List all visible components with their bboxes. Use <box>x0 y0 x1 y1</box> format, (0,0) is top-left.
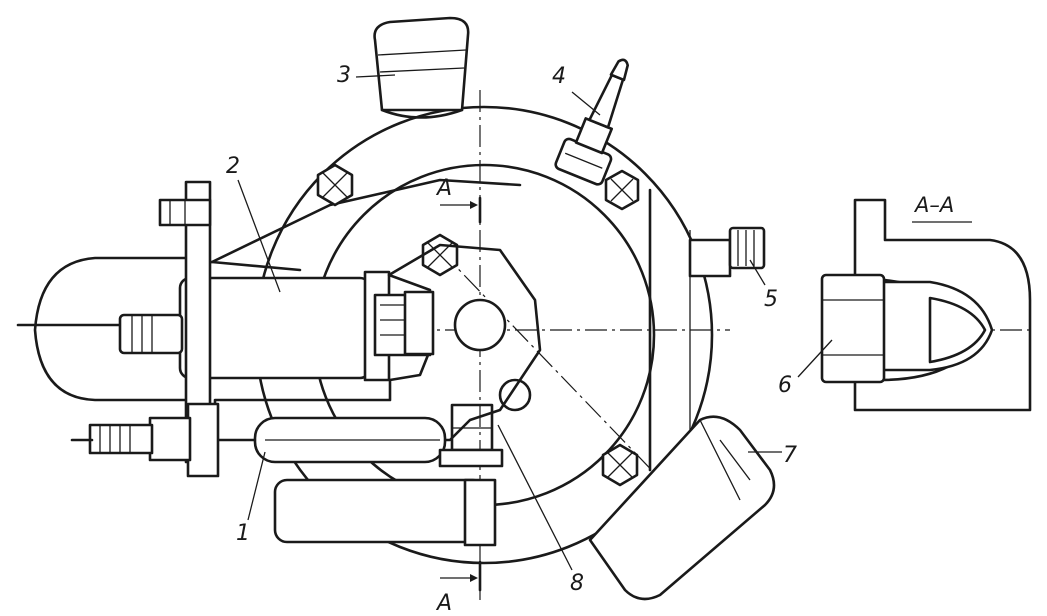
section-mark-top: A <box>435 176 452 201</box>
callouts: 2 3 4 5 6 7 1 8 <box>226 63 833 596</box>
label-6: 6 <box>778 373 792 398</box>
bottom-pipe <box>273 478 497 547</box>
inlet-pipe <box>373 16 470 119</box>
pump-internals <box>213 243 542 442</box>
section-title: A–A <box>913 193 954 217</box>
label-7: 7 <box>783 443 797 468</box>
label-3: 3 <box>337 63 351 88</box>
bolt-inner <box>421 233 459 277</box>
section-mark-bottom: A <box>435 591 452 616</box>
filter <box>438 403 504 468</box>
outlet-pipe <box>588 415 776 601</box>
bolt-bottom-right <box>601 443 639 487</box>
label-1: 1 <box>236 521 250 546</box>
label-2: 2 <box>226 154 240 179</box>
section-marks: A A <box>435 176 482 616</box>
bolt-left <box>316 163 354 207</box>
glow-plug <box>70 402 447 478</box>
section-view: A–A <box>820 193 1032 412</box>
bolt-top-right <box>604 169 640 211</box>
label-8: 8 <box>570 571 584 596</box>
bracket-plate <box>210 178 522 264</box>
plug-top <box>554 58 630 186</box>
fitting-right <box>688 226 766 278</box>
label-4: 4 <box>552 64 566 89</box>
label-5: 5 <box>764 287 778 312</box>
bolt-small <box>498 378 532 412</box>
